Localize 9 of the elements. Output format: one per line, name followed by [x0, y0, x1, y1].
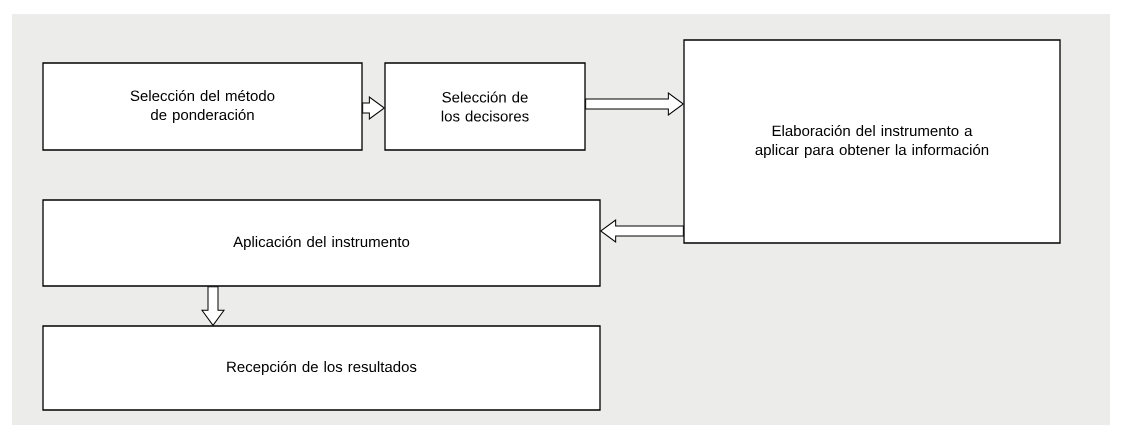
block-arrow: [362, 96, 385, 120]
process-box: Selección de los decisores: [384, 62, 586, 151]
block-arrow: [600, 219, 684, 243]
process-box: Selección del método de ponderación: [42, 62, 363, 151]
process-box: Elaboración del instrumento a aplicar para obtener la información: [683, 39, 1061, 244]
block-arrow: [585, 92, 684, 116]
block-arrow: [201, 286, 225, 326]
process-box: Recepción de los resultados: [42, 325, 601, 411]
process-box: Aplicación del instrumento: [42, 199, 601, 287]
